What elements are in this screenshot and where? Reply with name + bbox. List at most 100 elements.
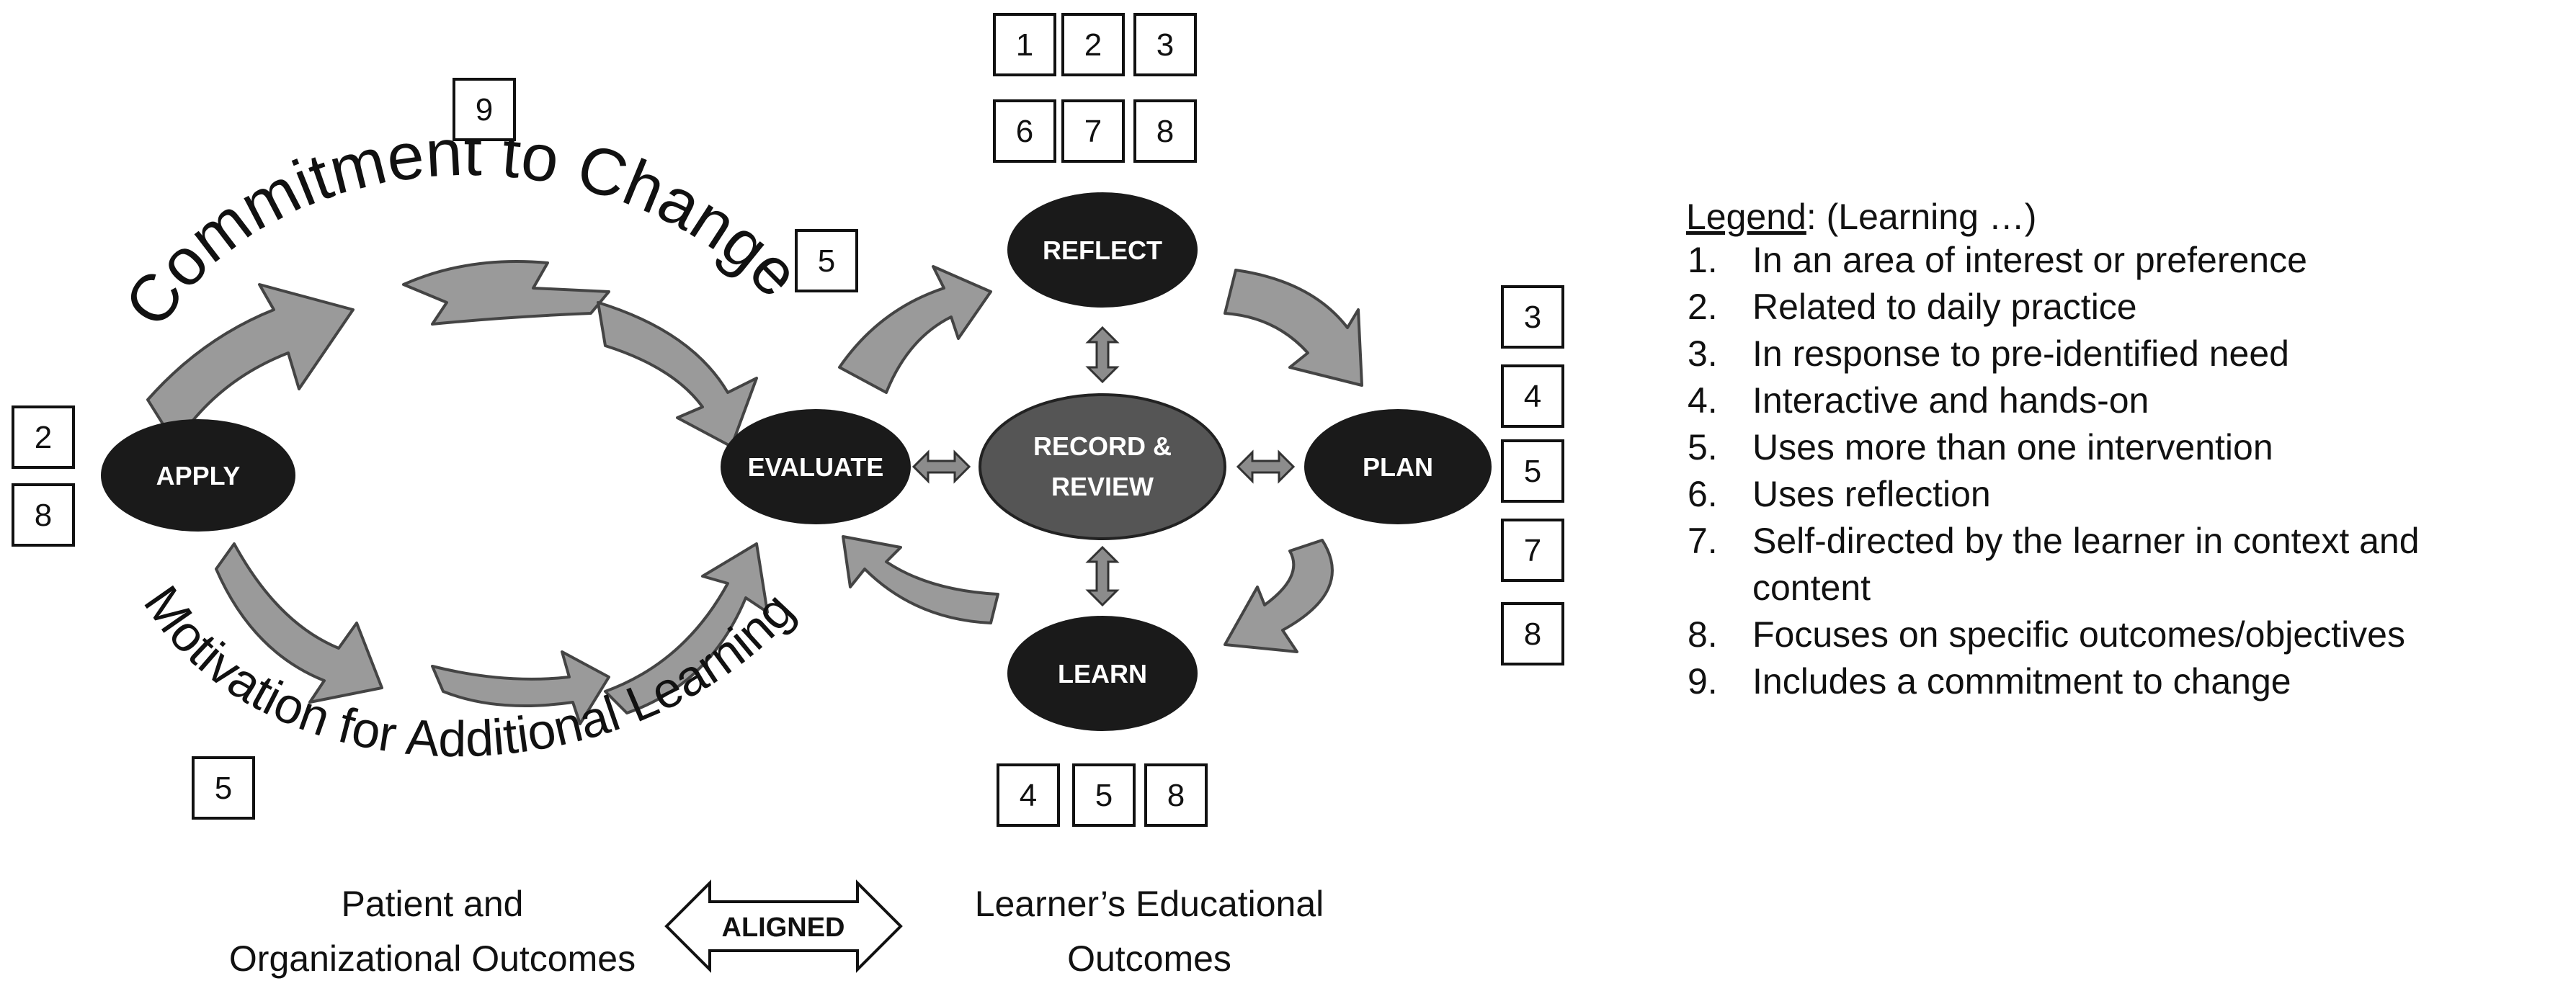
double-arrow-reflect-record bbox=[1085, 326, 1120, 384]
boxes-plan-side: 3 4 5 7 8 bbox=[1501, 285, 1564, 665]
number-box-value: 3 bbox=[1524, 300, 1541, 335]
right-loop-arrows bbox=[838, 265, 1363, 653]
legend-item-number: 3. bbox=[1688, 333, 1718, 374]
boxes-reflect-row1: 1 2 3 bbox=[993, 13, 1197, 76]
ribbon-arrow-top-right bbox=[597, 301, 758, 448]
number-box-value: 8 bbox=[35, 498, 52, 533]
ribbon-arrow-bottom-left bbox=[215, 542, 383, 704]
number-box-value: 4 bbox=[1020, 778, 1037, 813]
node-learn-label: LEARN bbox=[1058, 659, 1147, 689]
number-box-value: 5 bbox=[1095, 778, 1113, 813]
box-motivation: 5 bbox=[192, 756, 255, 820]
node-reflect-label: REFLECT bbox=[1043, 236, 1162, 265]
legend-item-text: Uses reflection bbox=[1752, 474, 1991, 514]
ribbon-arrow-apply-up bbox=[146, 283, 355, 434]
legend-item-number: 6. bbox=[1688, 474, 1718, 514]
box-evaluate-side: 5 bbox=[795, 229, 858, 292]
legend-item: 4. Interactive and hands-on bbox=[1688, 380, 2149, 421]
ribbon-arrow-plan-learn bbox=[1224, 539, 1334, 653]
number-box: 6 bbox=[993, 99, 1056, 163]
number-box: 3 bbox=[1133, 13, 1197, 76]
node-apply-label: APPLY bbox=[156, 461, 241, 490]
double-arrow-evaluate-record bbox=[912, 449, 971, 484]
boxes-apply-side: 2 8 bbox=[12, 405, 75, 547]
legend-heading-suffix: : (Learning …) bbox=[1806, 197, 2037, 237]
legend-item-number: 7. bbox=[1688, 521, 1718, 561]
node-plan-label: PLAN bbox=[1363, 452, 1433, 482]
node-plan: PLAN bbox=[1304, 409, 1492, 524]
boxes-learn-row: 4 5 8 bbox=[997, 763, 1208, 827]
ribbon-arrow-top bbox=[402, 260, 610, 326]
node-record-review: RECORD & REVIEW bbox=[979, 393, 1226, 540]
bottom-alignment: Patient and Organizational Outcomes ALIG… bbox=[229, 879, 1324, 979]
number-box: 2 bbox=[12, 405, 75, 469]
node-record-label-1: RECORD & bbox=[1033, 431, 1172, 461]
legend-item-text: Related to daily practice bbox=[1752, 287, 2137, 327]
legend-item-text: In an area of interest or preference bbox=[1752, 240, 2307, 280]
legend-item-number: 2. bbox=[1688, 287, 1718, 327]
legend-item-text: Includes a commitment to change bbox=[1752, 661, 2291, 702]
connector-arrows bbox=[912, 326, 1296, 607]
number-box-value: 8 bbox=[1156, 114, 1174, 149]
aligned-label: ALIGNED bbox=[722, 913, 845, 943]
ribbon-arrow-bottom-right bbox=[604, 542, 769, 714]
number-box-value: 7 bbox=[1524, 533, 1541, 568]
aligned-double-arrow bbox=[664, 879, 903, 973]
number-box: 8 bbox=[1501, 602, 1564, 665]
number-box: 8 bbox=[1133, 99, 1197, 163]
number-box-value: 5 bbox=[818, 243, 835, 279]
outcomes-left-line1: Patient and bbox=[342, 884, 524, 924]
node-evaluate-label: EVALUATE bbox=[748, 452, 884, 482]
number-box: 4 bbox=[997, 763, 1060, 827]
legend-heading: Legend: (Learning …) bbox=[1686, 197, 2036, 237]
double-arrow-record-plan bbox=[1236, 449, 1296, 484]
number-box: 4 bbox=[1501, 364, 1564, 428]
number-box: 3 bbox=[1501, 285, 1564, 349]
number-box-value: 6 bbox=[1016, 114, 1033, 149]
node-evaluate: EVALUATE bbox=[721, 409, 911, 524]
node-learn: LEARN bbox=[1007, 616, 1198, 731]
legend-item-number: 5. bbox=[1688, 427, 1718, 467]
number-box-value: 3 bbox=[1156, 27, 1174, 63]
outcomes-right-line2: Outcomes bbox=[1067, 938, 1231, 979]
legend-item-text: In response to pre-identified need bbox=[1752, 333, 2289, 374]
node-apply: APPLY bbox=[101, 419, 295, 532]
legend-item: 9. Includes a commitment to change bbox=[1688, 661, 2291, 702]
number-box-value: 7 bbox=[1084, 114, 1102, 149]
number-box: 5 bbox=[1072, 763, 1136, 827]
number-box-value: 8 bbox=[1524, 617, 1541, 652]
outcomes-left-line2: Organizational Outcomes bbox=[229, 938, 636, 979]
legend-item: 1. In an area of interest or preference bbox=[1688, 240, 2307, 280]
number-box-value: 8 bbox=[1167, 778, 1185, 813]
number-box-value: 4 bbox=[1524, 379, 1541, 414]
number-box-value: 5 bbox=[1524, 454, 1541, 489]
ribbon-arrow-evaluate-reflect bbox=[838, 265, 992, 394]
legend-item: 7. Self-directed by the learner in conte… bbox=[1688, 521, 2420, 608]
number-box: 7 bbox=[1501, 519, 1564, 582]
outcomes-right-line1: Learner’s Educational bbox=[975, 884, 1324, 924]
left-loop-arrows bbox=[146, 260, 769, 725]
ribbon-arrow-bottom bbox=[431, 650, 610, 725]
number-box-value: 2 bbox=[1084, 27, 1102, 63]
node-record-label-2: REVIEW bbox=[1051, 472, 1154, 501]
legend-item: 6. Uses reflection bbox=[1688, 474, 1991, 514]
number-box: 8 bbox=[12, 483, 75, 547]
legend-item-text-continued: content bbox=[1752, 568, 1871, 608]
double-arrow-record-learn bbox=[1085, 545, 1120, 607]
box-commitment: 9 bbox=[453, 78, 516, 141]
number-box: 8 bbox=[1144, 763, 1208, 827]
number-box-value: 9 bbox=[476, 92, 493, 127]
number-box-value: 2 bbox=[35, 420, 52, 455]
legend-item-number: 8. bbox=[1688, 614, 1718, 655]
legend-item-number: 1. bbox=[1688, 240, 1718, 280]
legend-item: 8. Focuses on specific outcomes/objectiv… bbox=[1688, 614, 2405, 655]
legend-item-text: Uses more than one intervention bbox=[1752, 427, 2273, 467]
number-box: 2 bbox=[1061, 13, 1125, 76]
legend-item-text: Self-directed by the learner in context … bbox=[1752, 521, 2420, 561]
legend-item: 3. In response to pre-identified need bbox=[1688, 333, 2289, 374]
number-box-value: 5 bbox=[215, 771, 232, 806]
legend-item-number: 4. bbox=[1688, 380, 1718, 421]
legend: Legend: (Learning …) 1. In an area of in… bbox=[1686, 197, 2420, 702]
node-reflect: REFLECT bbox=[1007, 192, 1198, 308]
